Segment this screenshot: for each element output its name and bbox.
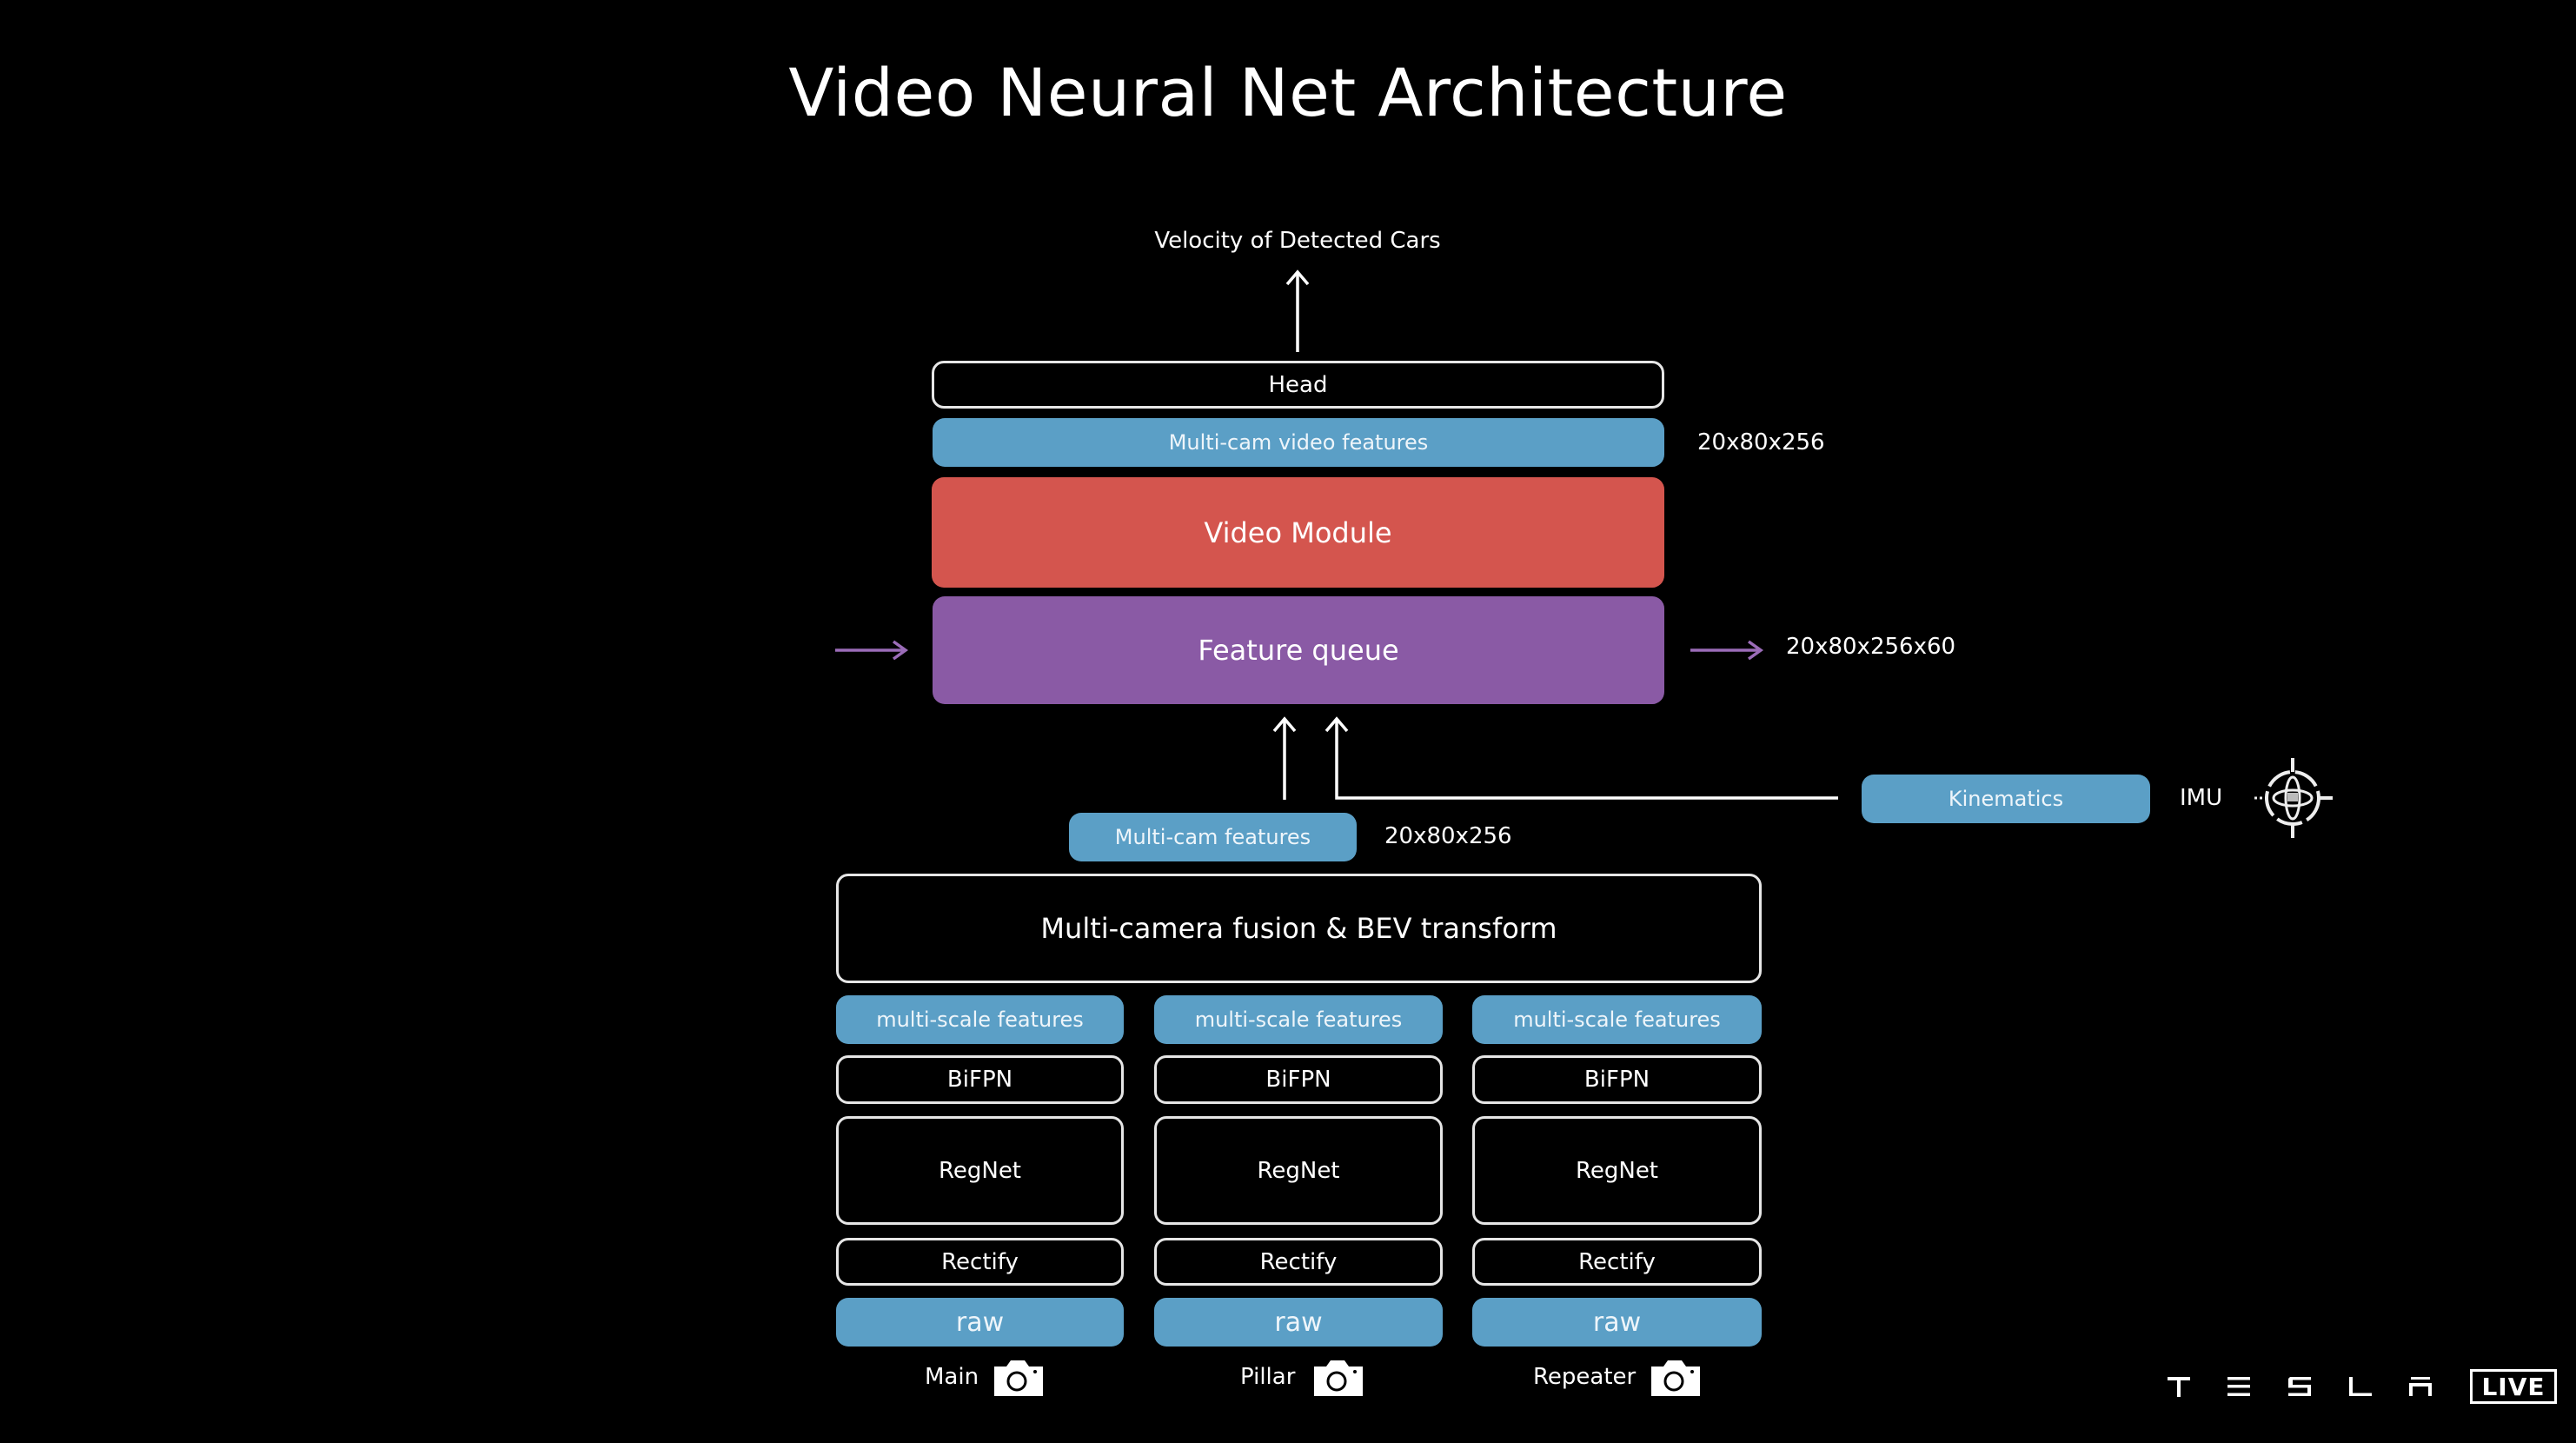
multiscale-features-label: multi-scale features xyxy=(1513,1007,1721,1032)
bifpn-box: BiFPN xyxy=(1472,1055,1762,1104)
bifpn-label: BiFPN xyxy=(1583,1067,1650,1093)
arrow-feature-queue-out xyxy=(1690,640,1764,661)
bifpn-box: BiFPN xyxy=(1154,1055,1443,1104)
feature-queue-box: Feature queue xyxy=(933,596,1664,704)
head-label: Head xyxy=(1268,371,1328,398)
logo-letter-s xyxy=(2288,1377,2311,1396)
multicam-features-dims: 20x80x256 xyxy=(1384,823,1512,849)
multicam-video-features-label: Multi-cam video features xyxy=(1168,430,1429,455)
imu-gyroscope-icon xyxy=(2254,758,2333,838)
logo-letter-e xyxy=(2227,1377,2250,1396)
kinematics-label: Kinematics xyxy=(1948,787,2064,811)
bev-transform-box: Multi-camera fusion & BEV transform xyxy=(836,874,1762,983)
regnet-label: RegNet xyxy=(1257,1157,1340,1184)
camera-name-label: Pillar xyxy=(1240,1364,1296,1390)
multicam-video-features-dims: 20x80x256 xyxy=(1697,429,1825,456)
regnet-box: RegNet xyxy=(1154,1116,1443,1225)
output-label: Velocity of Detected Cars xyxy=(1154,228,1441,254)
rectify-label: Rectify xyxy=(1578,1248,1656,1275)
raw-label: raw xyxy=(1274,1307,1323,1338)
camera-icon xyxy=(1651,1360,1700,1396)
regnet-box: RegNet xyxy=(836,1116,1124,1225)
regnet-box: RegNet xyxy=(1472,1116,1762,1225)
logo-letter-a xyxy=(2409,1377,2432,1396)
bev-transform-label: Multi-camera fusion & BEV transform xyxy=(1040,912,1557,945)
head-box: Head xyxy=(932,361,1664,409)
arrow-multicam-to-queue xyxy=(1272,716,1297,800)
regnet-label: RegNet xyxy=(938,1157,1022,1184)
multicam-features-label: Multi-cam features xyxy=(1114,825,1311,849)
imu-label: IMU xyxy=(2180,785,2223,811)
video-module-label: Video Module xyxy=(1204,515,1392,549)
camera-icon xyxy=(1314,1360,1363,1396)
rectify-box: Rectify xyxy=(1472,1238,1762,1286)
multiscale-features-label: multi-scale features xyxy=(1194,1007,1403,1032)
multiscale-features-box: multi-scale features xyxy=(1154,995,1443,1044)
rectify-label: Rectify xyxy=(941,1248,1019,1275)
regnet-label: RegNet xyxy=(1575,1157,1659,1184)
camera-name-label: Repeater xyxy=(1533,1364,1637,1390)
bifpn-box: BiFPN xyxy=(836,1055,1124,1104)
rectify-label: Rectify xyxy=(1259,1248,1338,1275)
logo-letter-l xyxy=(2349,1377,2372,1396)
bifpn-label: BiFPN xyxy=(1265,1067,1331,1093)
camera-name-label: Main xyxy=(925,1364,979,1390)
arrow-feature-queue-in xyxy=(835,640,909,661)
raw-box: raw xyxy=(1472,1298,1762,1347)
multiscale-features-label: multi-scale features xyxy=(876,1007,1084,1032)
multicam-features-box: Multi-cam features xyxy=(1069,813,1357,861)
bifpn-label: BiFPN xyxy=(946,1067,1013,1093)
video-module-box: Video Module xyxy=(932,477,1664,588)
live-badge: LIVE xyxy=(2470,1369,2557,1404)
feature-queue-dims: 20x80x256x60 xyxy=(1786,634,1956,660)
rectify-box: Rectify xyxy=(1154,1238,1443,1286)
rectify-box: Rectify xyxy=(836,1238,1124,1286)
feature-queue-label: Feature queue xyxy=(1198,634,1399,667)
logo-letter-t xyxy=(2168,1377,2190,1397)
raw-label: raw xyxy=(1592,1307,1642,1338)
multiscale-features-box: multi-scale features xyxy=(836,995,1124,1044)
multiscale-features-box: multi-scale features xyxy=(1472,995,1762,1044)
arrow-kinematics-to-queue xyxy=(1325,716,1838,800)
arrow-head-to-output xyxy=(1285,269,1310,352)
raw-box: raw xyxy=(1154,1298,1443,1347)
kinematics-box: Kinematics xyxy=(1862,775,2150,823)
camera-icon xyxy=(994,1360,1043,1396)
raw-label: raw xyxy=(955,1307,1005,1338)
raw-box: raw xyxy=(836,1298,1124,1347)
slide-title: Video Neural Net Architecture xyxy=(788,54,1788,131)
multicam-video-features-box: Multi-cam video features xyxy=(933,418,1664,467)
